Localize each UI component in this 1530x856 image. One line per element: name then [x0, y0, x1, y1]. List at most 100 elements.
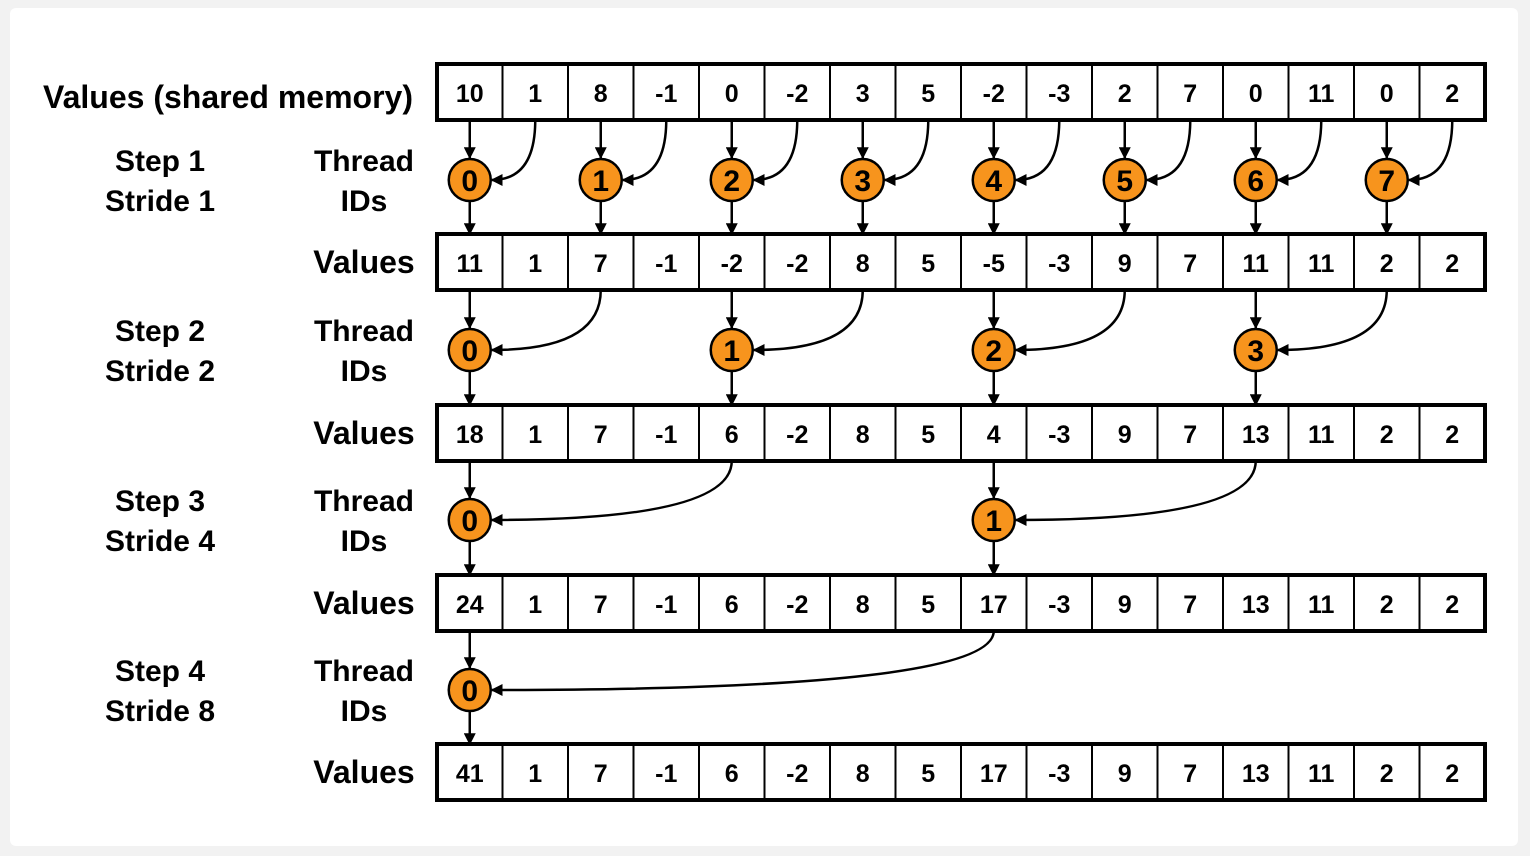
value-cell [1091, 233, 1159, 291]
value-text: 7 [1183, 591, 1197, 619]
thread-node: 1 [709, 327, 754, 373]
partner-arrow [621, 119, 668, 186]
thread-circle [840, 157, 885, 203]
thread-node: 0 [447, 497, 492, 543]
thread-node: 1 [971, 497, 1016, 543]
thread-id: 1 [985, 505, 1002, 538]
thread-node: 0 [447, 667, 492, 713]
value-text: 8 [856, 591, 870, 619]
value-text: 2 [1445, 421, 1459, 449]
step-label: Step 1 [115, 145, 205, 178]
row-border [435, 232, 1487, 292]
value-text: 24 [456, 591, 484, 619]
thread-label: Thread [314, 655, 414, 688]
thread-node: 3 [840, 157, 885, 203]
thread-node: 1 [578, 157, 623, 203]
thread-node: 4 [971, 157, 1016, 203]
ids-label: IDs [341, 525, 388, 558]
value-cell [763, 574, 831, 632]
value-cell [1287, 404, 1355, 462]
value-text: 17 [980, 760, 1008, 788]
value-text: 11 [1308, 760, 1335, 788]
thread-node: 7 [1364, 157, 1409, 203]
thread-circle [1364, 157, 1409, 203]
thread-circle [971, 497, 1016, 543]
value-text: 18 [456, 421, 484, 449]
value-text: 1 [528, 760, 542, 788]
thread-label: Thread [314, 315, 414, 348]
value-text: 6 [725, 760, 739, 788]
value-cell [1091, 574, 1159, 632]
value-text: 9 [1118, 760, 1132, 788]
partner-arrow [1014, 119, 1061, 186]
value-text: 7 [1183, 760, 1197, 788]
value-cell [894, 63, 962, 121]
value-text: 2 [1118, 80, 1132, 108]
thread-node: 5 [1102, 157, 1147, 203]
thread-node: 6 [1233, 157, 1278, 203]
thread-node: 0 [447, 327, 492, 373]
value-text: 41 [456, 760, 484, 788]
value-text: 7 [594, 421, 608, 449]
value-text: 0 [1249, 80, 1263, 108]
value-cell [567, 743, 635, 801]
stride-label: Stride 1 [105, 185, 215, 218]
thread-label: Thread [314, 485, 414, 518]
thread-id: 1 [592, 165, 609, 198]
value-text: 10 [456, 80, 484, 108]
value-cell [567, 404, 635, 462]
value-text: 17 [980, 591, 1008, 619]
value-text: 2 [1445, 760, 1459, 788]
thread-circle [578, 157, 623, 203]
value-text: 8 [856, 421, 870, 449]
value-text: 7 [1183, 250, 1197, 278]
reduction-diagram: Values (shared memory)ValuesValuesValues… [43, 62, 1487, 802]
value-text: -1 [655, 421, 677, 449]
value-text: 1 [528, 250, 542, 278]
value-text: 5 [921, 250, 935, 278]
row-border [435, 742, 1487, 802]
value-text: -1 [655, 80, 677, 108]
partner-arrow [1276, 119, 1323, 186]
partner-arrow [1145, 119, 1192, 186]
thread-circle [447, 497, 492, 543]
partner-arrow [490, 289, 602, 356]
value-text: -3 [1048, 591, 1070, 619]
partner-arrow [490, 460, 733, 526]
value-cell [1353, 743, 1421, 801]
value-cell [894, 743, 962, 801]
thread-circle [709, 157, 754, 203]
value-text: 0 [725, 80, 739, 108]
value-text: 7 [594, 250, 608, 278]
thread-id: 4 [985, 165, 1002, 198]
value-cell [698, 574, 766, 632]
value-text: 13 [1242, 591, 1270, 619]
value-cell [501, 743, 569, 801]
value-text: -2 [786, 760, 808, 788]
ids-label: IDs [341, 185, 388, 218]
value-cell [1091, 404, 1159, 462]
step-label: Step 3 [115, 485, 205, 518]
thread-circle [971, 157, 1016, 203]
partner-arrow [1014, 460, 1257, 526]
thread-node: 0 [447, 157, 492, 203]
value-text: 1 [528, 591, 542, 619]
value-text: 8 [594, 80, 608, 108]
thread-id: 0 [461, 505, 478, 538]
values-label: Values [313, 585, 414, 621]
thread-circle [1233, 327, 1278, 373]
value-cell [763, 404, 831, 462]
stride-label: Stride 2 [105, 355, 215, 388]
value-cell [436, 743, 504, 801]
value-text: 5 [921, 591, 935, 619]
value-text: 13 [1242, 760, 1270, 788]
value-text: -3 [1048, 421, 1070, 449]
value-text: 9 [1118, 250, 1132, 278]
value-text: -2 [786, 250, 808, 278]
thread-circle [971, 327, 1016, 373]
thread-id: 0 [461, 165, 478, 198]
thread-circle [1233, 157, 1278, 203]
